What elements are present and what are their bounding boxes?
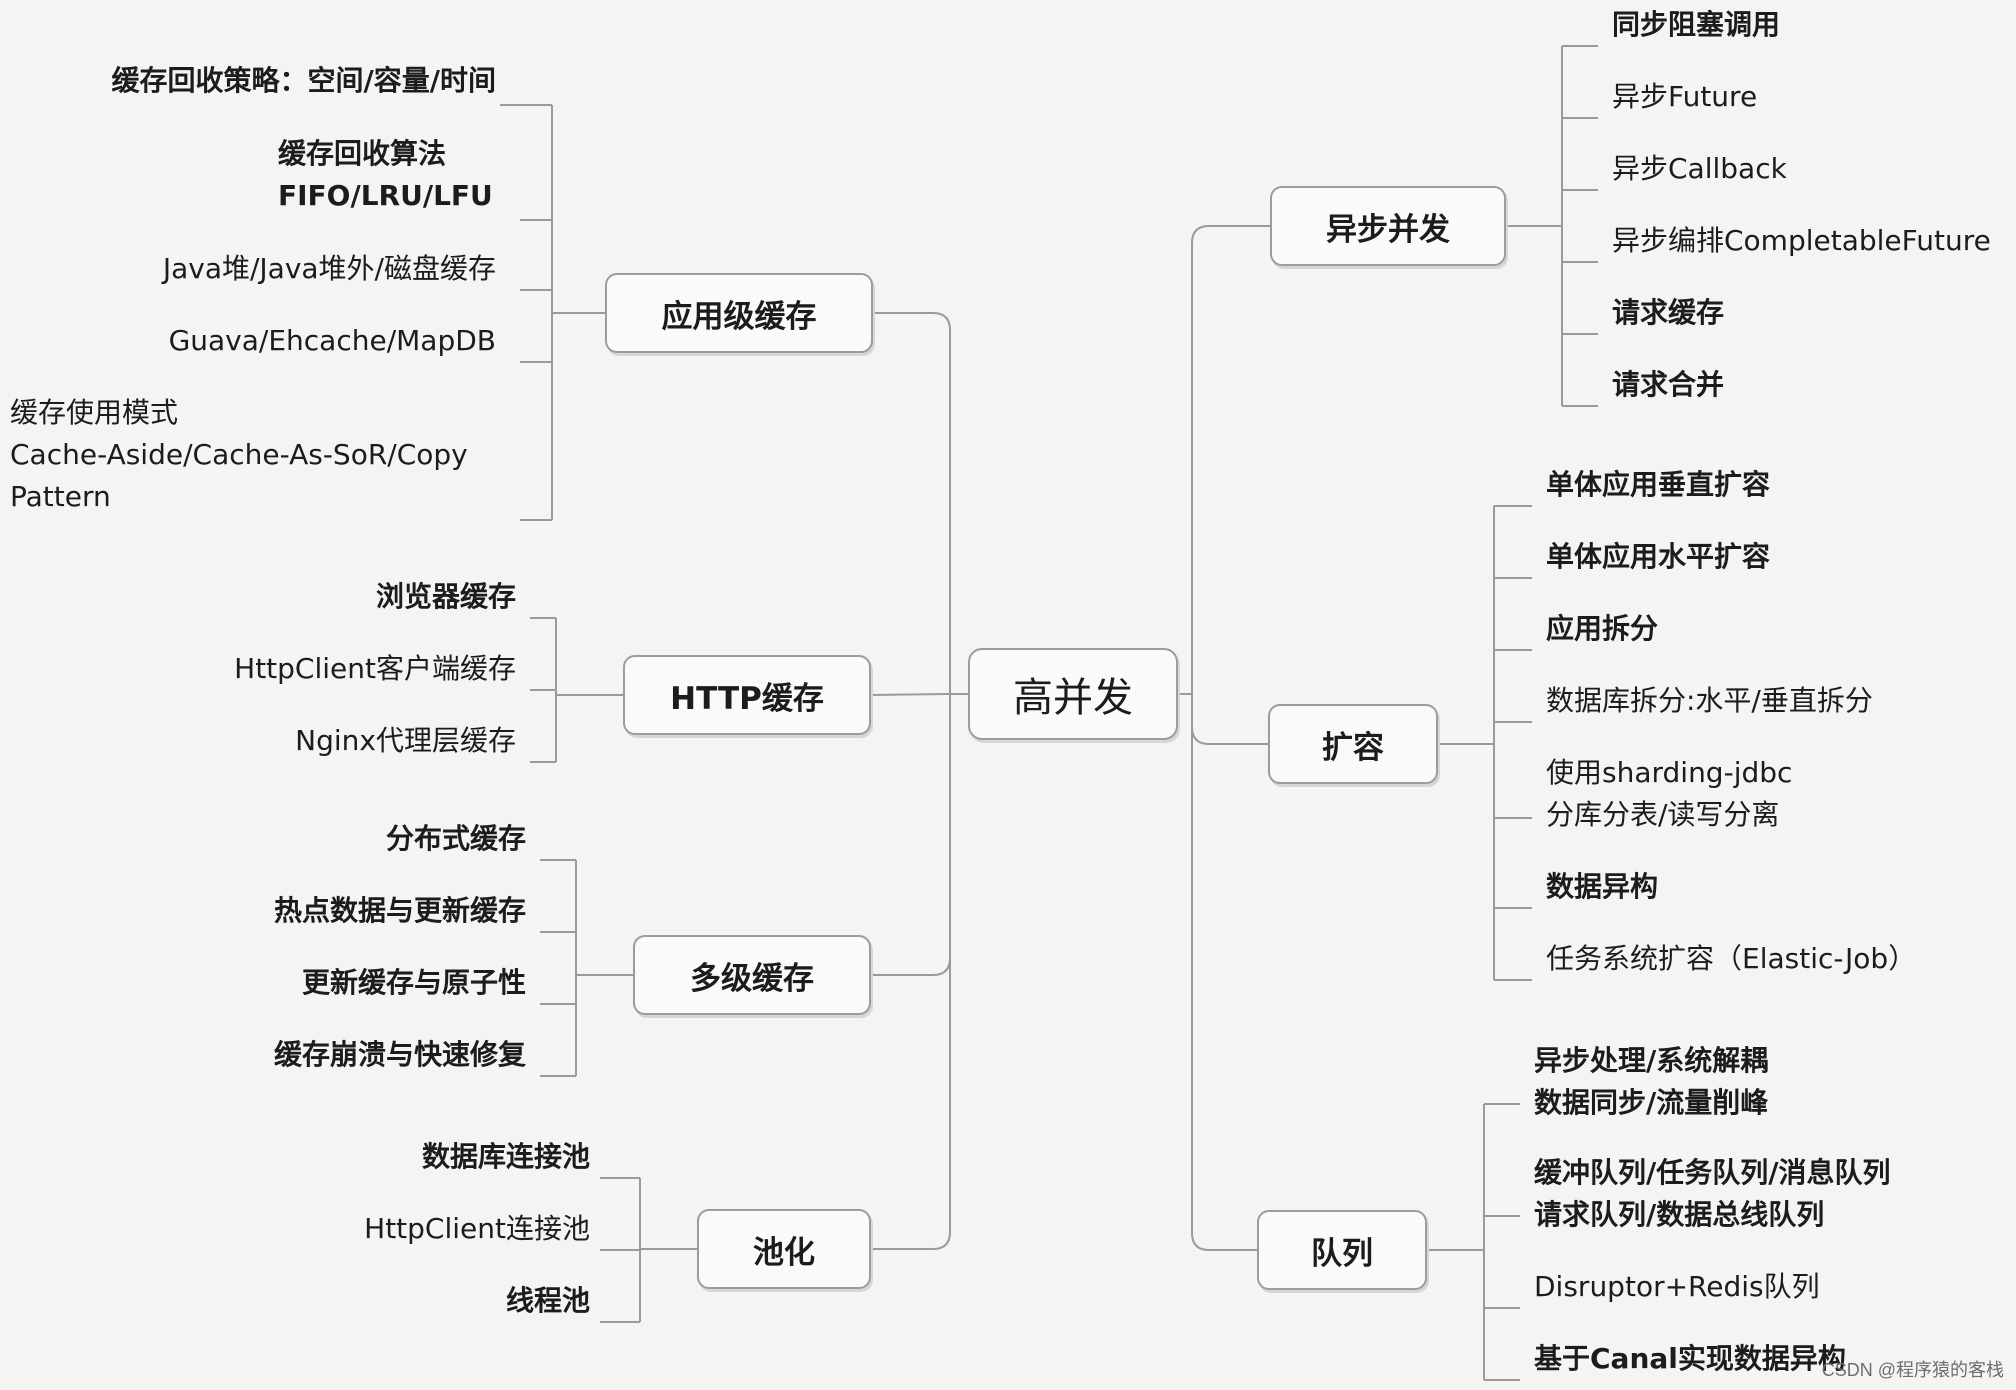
connector-root-queue [1191,694,1257,1251]
connector-root-pooling [871,694,951,1250]
leaf-item: 任务系统扩容（Elastic-Job） [1546,942,1917,975]
root-node[interactable]: 高并发 [968,648,1178,740]
branch-node-queue[interactable]: 队列 [1257,1210,1427,1290]
leaf-item: 更新缓存与原子性 [301,966,526,999]
leaf-item: 异步Future [1612,80,1758,113]
branch-node-multi-cache[interactable]: 多级缓存 [633,935,871,1015]
leaf-item: 异步处理/系统解耦 数据同步/流量削峰 [1534,1044,1769,1119]
leaf-item: 热点数据与更新缓存 [273,894,526,927]
leaf-item: 单体应用水平扩容 [1546,540,1771,573]
leaf-item: 数据库连接池 [421,1140,590,1173]
leaf-item: HttpClient连接池 [364,1212,590,1245]
leaf-item: Java堆/Java堆外/磁盘缓存 [162,252,496,285]
branch-node-http-cache[interactable]: HTTP缓存 [623,655,871,735]
watermark: CSDN @程序猿的客栈 [1821,1360,2004,1380]
leaf-item: 数据库拆分:水平/垂直拆分 [1546,684,1873,717]
branch-node-scaling[interactable]: 扩容 [1268,704,1438,784]
leaf-item: 分布式缓存 [385,822,526,855]
branch-node-async[interactable]: 异步并发 [1270,186,1506,266]
connector-root-app-cache [873,312,951,694]
leaf-item: 请求合并 [1612,368,1725,401]
leaf-item: 异步Callback [1612,152,1787,185]
leaf-item: 缓存崩溃与快速修复 [273,1038,526,1071]
leaf-item: 线程池 [505,1284,590,1317]
leaf-item: 浏览器缓存 [375,580,516,613]
leaf-item: 基于Canal实现数据异构 [1534,1342,1846,1375]
leaf-item: Nginx代理层缓存 [295,724,516,757]
leaf-item: 缓存回收算法 FIFO/LRU/LFU [278,137,493,212]
connector-root-multi-cache [871,694,951,976]
leaf-item: 缓存使用模式 Cache-Aside/Cache-As-SoR/Copy Pat… [10,396,468,513]
leaf-item: Guava/Ehcache/MapDB [168,324,496,357]
leaf-item: 同步阻塞调用 [1612,8,1781,41]
leaf-item: 请求缓存 [1612,296,1725,329]
leaf-item: 缓存回收策略：空间/容量/时间 [111,64,496,97]
leaf-item: 缓冲队列/任务队列/消息队列 请求队列/数据总线队列 [1534,1156,1891,1231]
leaf-item: 单体应用垂直扩容 [1546,468,1771,501]
connector-root-scaling [1191,694,1268,745]
branch-node-pooling[interactable]: 池化 [697,1209,871,1289]
leaf-item: HttpClient客户端缓存 [234,652,516,685]
leaf-item: 应用拆分 [1546,612,1659,645]
leaf-item: 数据异构 [1546,870,1659,903]
connector-root-async [1191,225,1270,694]
leaf-item: 使用sharding-jdbc 分库分表/读写分离 [1546,756,1793,831]
connector-root-http-cache [870,693,951,696]
leaf-item: 异步编排CompletableFuture [1612,224,1991,257]
leaf-item: Disruptor+Redis队列 [1534,1270,1820,1303]
branch-node-app-cache[interactable]: 应用级缓存 [605,273,873,353]
